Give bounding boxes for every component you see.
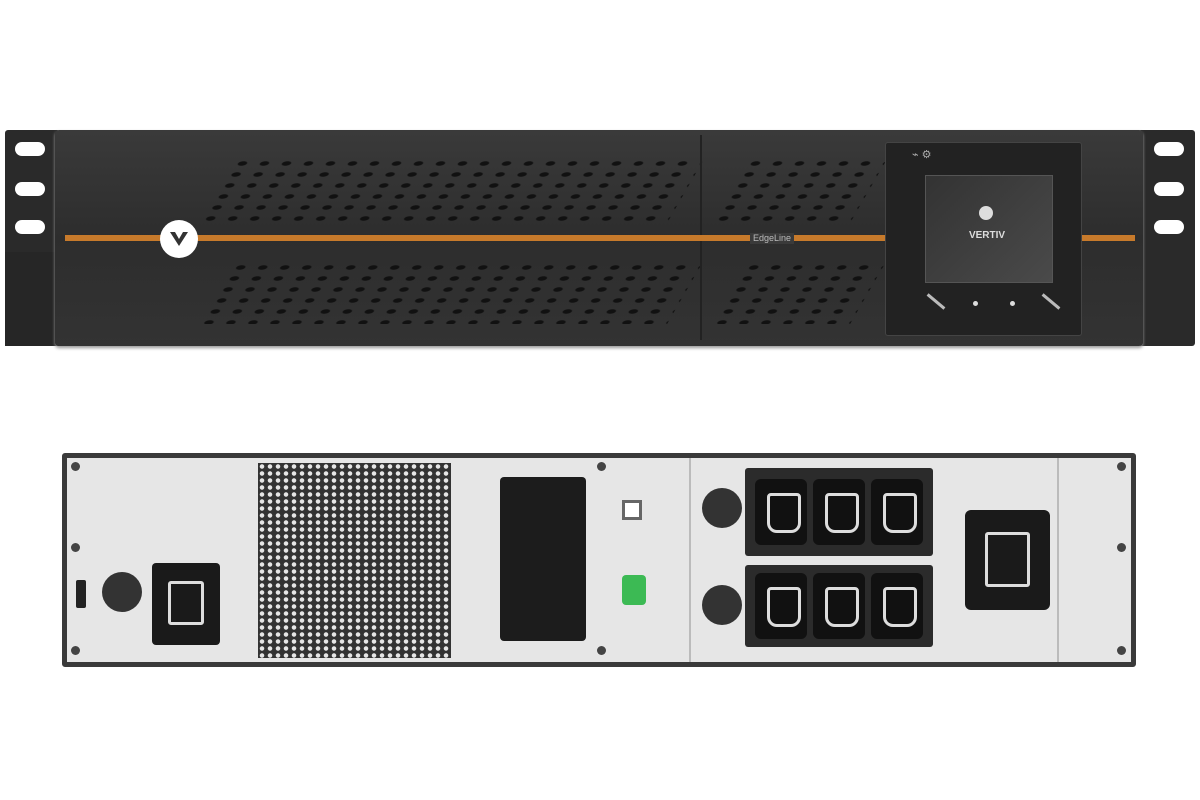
vertiv-logo-icon: [160, 220, 198, 258]
button-up[interactable]: [973, 301, 978, 306]
battery-connector: [500, 477, 586, 641]
outlet-group-lower: [745, 565, 933, 647]
status-indicator-icons: ⌁ ⚙: [912, 149, 932, 161]
lcd-screen: [925, 175, 1053, 283]
screw: [1117, 646, 1126, 655]
c19-socket: [985, 532, 1030, 587]
output-breaker-1[interactable]: [702, 488, 742, 528]
c13-outlet: [755, 573, 807, 639]
input-switch[interactable]: [76, 580, 86, 608]
screw: [71, 543, 80, 552]
front-vent-lower-left: [197, 262, 703, 324]
c13-outlet: [813, 573, 865, 639]
c13-outlet: [871, 479, 923, 545]
outlet-group-upper: [745, 468, 933, 556]
ups-rear-panel: [62, 453, 1136, 667]
c13-outlet: [871, 573, 923, 639]
left-rack-ear: [5, 130, 60, 346]
mounting-slot: [1154, 220, 1184, 234]
screw: [1117, 462, 1126, 471]
input-breaker[interactable]: [102, 572, 142, 612]
c13-outlet: [755, 479, 807, 545]
right-rack-ear: [1138, 130, 1195, 346]
screen-brand-text: VERTIV: [968, 230, 1006, 241]
orange-accent-stripe: [65, 235, 1135, 241]
rear-panel-divider: [689, 458, 691, 662]
cooling-fan-grille: [258, 463, 451, 658]
c19-outlet: [965, 510, 1050, 610]
mounting-slot: [1154, 182, 1184, 196]
rs232-port[interactable]: [622, 575, 646, 605]
ac-input-inlet: [152, 563, 220, 645]
rear-panel-divider: [1057, 458, 1059, 662]
mounting-slot: [15, 220, 45, 234]
screw: [597, 462, 606, 471]
rack-ear-bracket: [5, 252, 60, 346]
mounting-slot: [15, 142, 45, 156]
screw: [71, 462, 80, 471]
output-breaker-2[interactable]: [702, 585, 742, 625]
screw: [597, 646, 606, 655]
screw: [71, 646, 80, 655]
button-down[interactable]: [1010, 301, 1015, 306]
screen-logo-icon: [979, 206, 993, 220]
inlet-socket: [168, 581, 204, 625]
c13-outlet: [813, 479, 865, 545]
model-label: EdgeLine: [750, 233, 795, 244]
mounting-slot: [15, 182, 45, 196]
screw: [1117, 543, 1126, 552]
mounting-slot: [1154, 142, 1184, 156]
usb-port[interactable]: [622, 500, 642, 520]
front-vent-upper-left: [195, 158, 705, 226]
